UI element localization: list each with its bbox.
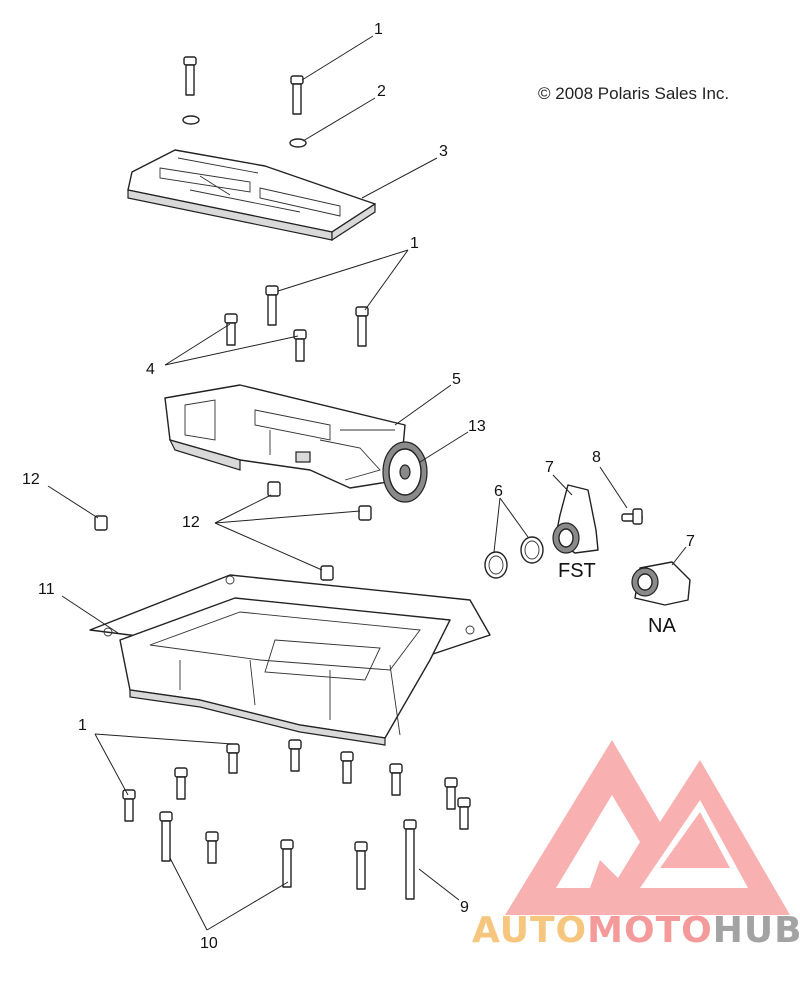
screw: [621, 508, 643, 525]
callout-8: 8: [592, 449, 601, 466]
variant-label-na: NA: [648, 615, 676, 637]
callout-1: 1: [78, 717, 87, 734]
pump-gear: [382, 441, 428, 503]
callout-12: 12: [182, 514, 200, 531]
baffle-plate: [127, 149, 376, 242]
elbow-fitting-fst: [552, 484, 599, 554]
long-bolt: [159, 811, 173, 862]
callout-13: 13: [468, 418, 486, 435]
copyright-notice: © 2008 Polaris Sales Inc.: [538, 84, 730, 103]
bolt: [340, 751, 354, 784]
long-bolt: [403, 819, 417, 900]
bolt: [280, 839, 294, 888]
bolt: [122, 789, 136, 822]
callouts: 1 2 3 1 4 5 13 8 7 6 7 12 12 11 1 9 10: [22, 21, 695, 952]
o-ring: [520, 536, 544, 564]
dowel-pin: [358, 505, 372, 521]
washer: [289, 138, 307, 148]
callout-9: 9: [460, 899, 469, 916]
oil-pan: [89, 574, 491, 746]
o-ring: [484, 551, 508, 579]
bolt: [355, 306, 369, 347]
callout-1: 1: [410, 235, 419, 252]
washer: [182, 115, 200, 125]
bolt: [457, 797, 471, 830]
bolt: [174, 767, 188, 800]
callout-1: 1: [374, 21, 383, 38]
callout-12: 12: [22, 471, 40, 488]
callout-7: 7: [686, 533, 695, 550]
callout-3: 3: [439, 143, 448, 160]
watermark-logo: [505, 740, 790, 915]
bolt: [293, 329, 307, 362]
callout-7: 7: [545, 459, 554, 476]
bolt: [226, 743, 240, 774]
callout-4: 4: [146, 361, 155, 378]
callout-11: 11: [38, 581, 55, 598]
callout-10: 10: [200, 935, 218, 952]
variant-label-fst: FST: [558, 560, 596, 582]
elbow-fitting-na: [631, 561, 691, 606]
bolt: [444, 777, 458, 810]
bolt: [389, 763, 403, 796]
bolt: [290, 75, 304, 115]
dowel-pin: [267, 481, 281, 497]
callout-6: 6: [494, 483, 503, 500]
bolt: [288, 739, 302, 772]
bolt: [224, 313, 238, 346]
bolt: [205, 831, 219, 864]
callout-5: 5: [452, 371, 461, 388]
callout-2: 2: [377, 83, 386, 100]
dowel-pin: [320, 565, 334, 581]
watermark-wordmark: AUTOMOTOHUB: [472, 910, 800, 951]
bolt: [183, 56, 197, 96]
dowel-pin: [94, 515, 108, 531]
bolt: [265, 285, 279, 326]
bolt: [354, 841, 368, 890]
oil-pump: [164, 384, 406, 489]
leader-lines: [47, 35, 687, 931]
